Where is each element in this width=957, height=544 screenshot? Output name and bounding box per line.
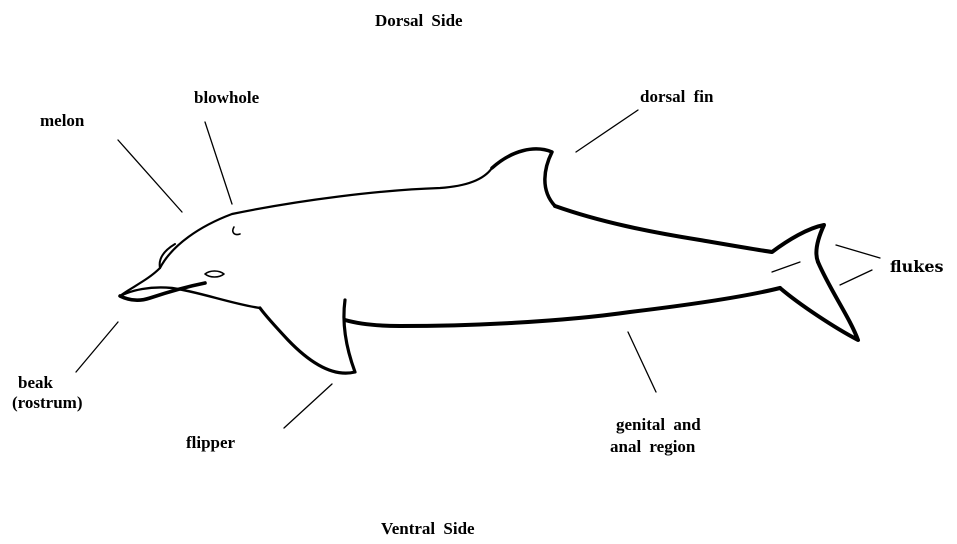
leader-flipper — [284, 384, 332, 428]
dolphin-dorsal-fin — [492, 149, 555, 206]
dolphin-back-to-tail — [555, 206, 824, 262]
flipper-label: flipper — [186, 433, 235, 453]
leader-flukes-mid — [772, 262, 800, 272]
leader-flukes-upper — [836, 245, 880, 258]
leader-flukes-lower — [840, 270, 872, 285]
leader-beak — [76, 322, 118, 372]
dolphin-upper-outline — [120, 168, 492, 296]
genital-anal-region-label-line2: anal region — [610, 437, 695, 457]
leader-genital — [628, 332, 656, 392]
dorsal-fin-label: dorsal fin — [640, 87, 713, 107]
melon-label: melon — [40, 111, 84, 131]
dolphin-blowhole-mark — [233, 227, 240, 235]
blowhole-label: blowhole — [194, 88, 259, 108]
dolphin-eye — [205, 271, 224, 277]
leader-dorsal-fin — [576, 110, 638, 152]
leader-melon — [118, 140, 182, 212]
dolphin-flipper — [260, 300, 355, 373]
dolphin-lower-jaw — [120, 287, 260, 308]
dolphin-belly — [345, 288, 780, 326]
dorsal-side-label: Dorsal Side — [375, 11, 463, 31]
flukes-label: flukes — [890, 257, 944, 277]
leader-blowhole — [205, 122, 232, 204]
ventral-side-label: Ventral Side — [381, 519, 475, 539]
rostrum-label: (rostrum) — [12, 393, 83, 413]
beak-label: beak — [18, 373, 53, 393]
dolphin-lower-fluke — [780, 262, 858, 340]
genital-anal-region-label-line1: genital and — [616, 415, 701, 435]
